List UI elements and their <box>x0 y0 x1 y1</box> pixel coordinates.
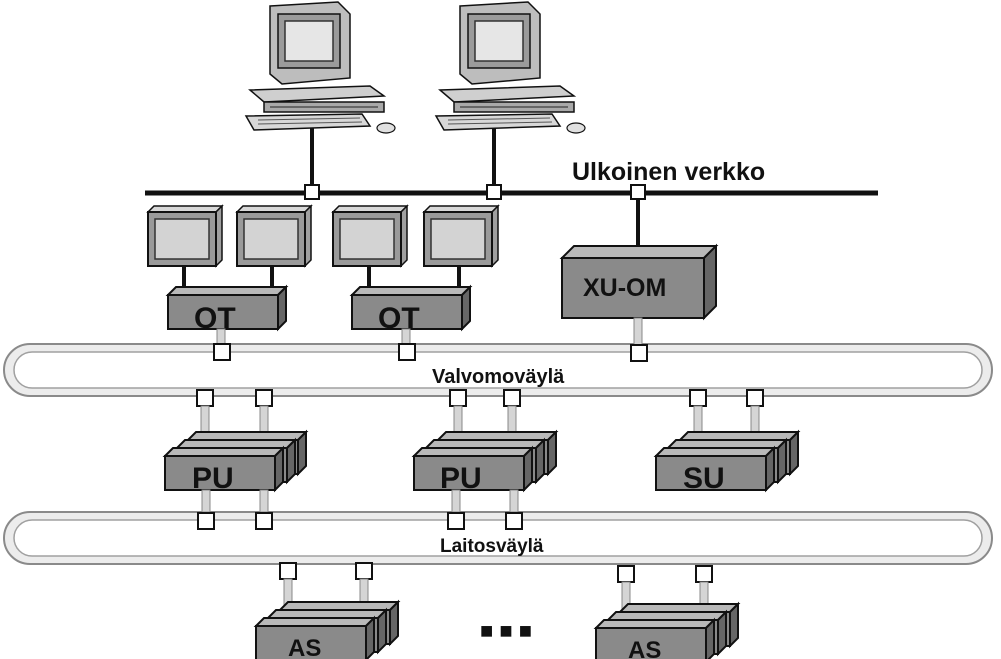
monitor-icon <box>423 205 499 267</box>
control-room-bus <box>3 343 993 397</box>
as-left-label: AS <box>288 635 321 659</box>
ot-right-label: OT <box>378 302 420 335</box>
as-left-stack <box>255 601 399 659</box>
monitor-icon <box>332 205 408 267</box>
as-right-stack <box>595 603 739 659</box>
connector-node-icon <box>630 184 646 200</box>
su-stack <box>655 431 799 491</box>
connector-node-icon <box>630 344 648 362</box>
ellipsis-label: ■ ■ ■ <box>480 618 532 643</box>
xu-om-box <box>559 243 719 321</box>
pu-left-stack <box>164 431 307 491</box>
pu-middle-label: PU <box>440 462 482 495</box>
as-right-label: AS <box>628 637 661 659</box>
external-network-label: Ulkoinen verkko <box>572 158 765 186</box>
connector-node-icon <box>213 343 231 361</box>
connector-node-icon <box>398 343 416 361</box>
monitor-icon <box>147 205 223 267</box>
su-label: SU <box>683 462 725 495</box>
xu-om-label: XU-OM <box>583 274 666 302</box>
monitor-icon <box>236 205 312 267</box>
workstation-icon <box>435 1 586 134</box>
connector-node-icon <box>486 184 502 200</box>
connector-node-icon <box>304 184 320 200</box>
plant-bus-label: Laitosväylä <box>440 536 544 557</box>
control-room-bus-label: Valvomoväylä <box>432 366 565 388</box>
pu-left-label: PU <box>192 462 234 495</box>
pu-middle-stack <box>413 431 557 491</box>
ot-left-label: OT <box>194 302 236 335</box>
workstation-icon <box>245 1 396 134</box>
